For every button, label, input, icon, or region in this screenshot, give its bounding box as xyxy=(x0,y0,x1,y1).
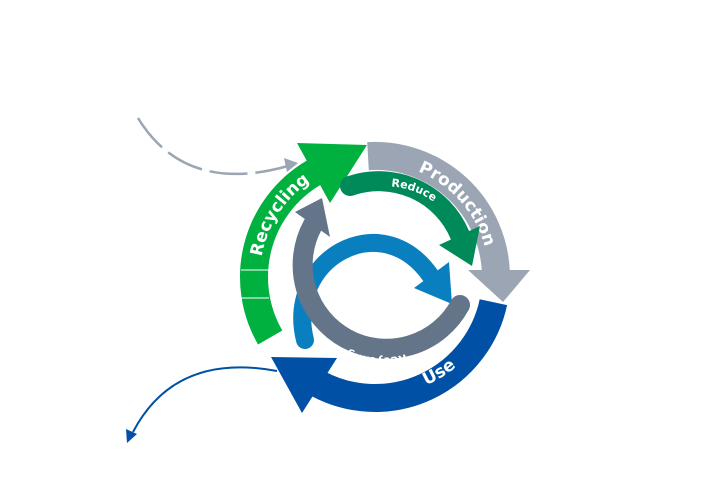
reduce-segment: Reduce xyxy=(340,171,480,266)
inner-recycling-segment: Recycling xyxy=(292,198,470,368)
inflow-arrow xyxy=(136,117,298,176)
outflow-arrow xyxy=(126,366,278,443)
